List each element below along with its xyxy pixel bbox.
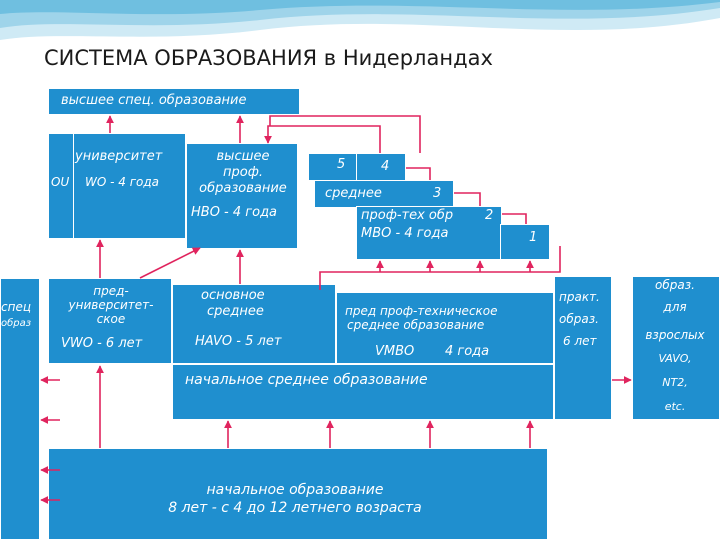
basic-secondary-line1: основное	[201, 288, 265, 303]
page-title: СИСТЕМА ОБРАЗОВАНИЯ в Нидерландах	[44, 46, 493, 70]
pre-vocational-years: 4 года	[445, 344, 490, 359]
level-4-label: 4	[381, 159, 390, 174]
higher-professional-box: высшее проф. образование HBO - 4 года	[186, 143, 298, 249]
special-education-side-box: спец образ	[0, 278, 40, 540]
practical-line1: практ.	[559, 290, 600, 304]
special-side-line1: спец	[1, 300, 31, 314]
adult-nt2: NT2,	[662, 376, 688, 389]
pre-vocational-vmbo: VMBO	[375, 344, 415, 359]
adult-line3: взрослых	[645, 328, 705, 342]
mbo-secondary-box: среднее 3	[314, 180, 454, 208]
higher-special-education-box: высшее спец. образование	[48, 88, 300, 115]
basic-secondary-line2: среднее	[207, 304, 264, 319]
higher-prof-line2: проф.	[223, 165, 263, 180]
level-5-box: 5	[308, 153, 358, 181]
mbo-proftech-box: проф-тех обр 2 MBO - 4 года	[356, 206, 502, 260]
level-2-label: 2	[485, 208, 494, 223]
higher-prof-line3: образование	[199, 181, 287, 196]
initial-secondary-label: начальное среднее образование	[185, 372, 428, 388]
pre-vocational-line2: среднее образование	[347, 318, 485, 332]
initial-secondary-box: начальное среднее образование	[172, 364, 554, 420]
pre-university-box: пред- университет- ское VWO - 6 лет	[48, 278, 172, 364]
university-label: университет	[75, 149, 163, 164]
mbo-proftech-label: проф-тех обр	[361, 208, 454, 223]
higher-prof-hbo: HBO - 4 года	[191, 205, 278, 220]
adult-vavo: VAVO,	[658, 352, 692, 365]
university-ou: OU	[51, 175, 70, 189]
adult-line2: для	[663, 300, 687, 314]
mbo-secondary-label: среднее	[325, 186, 382, 201]
practical-line2: образ.	[559, 312, 599, 326]
level-4-box: 4	[356, 153, 406, 181]
primary-line2: 8 лет - с 4 до 12 летнего возраста	[168, 500, 422, 516]
special-side-line2: образ	[1, 318, 32, 329]
pre-university-vwo: VWO - 6 лет	[61, 336, 143, 351]
adult-education-box: образ. для взрослых VAVO, NT2, etc.	[632, 276, 720, 420]
university-wo: WO - 4 года	[85, 175, 160, 189]
level-1-label: 1	[529, 230, 538, 245]
primary-education-box: начальное образование 8 лет - с 4 до 12 …	[48, 448, 548, 540]
pre-vocational-box: пред проф-техническое среднее образовани…	[336, 292, 554, 364]
basic-secondary-box: основное среднее HAVO - 5 лет	[172, 284, 336, 364]
pre-vocational-line1: пред проф-техническое	[345, 304, 498, 318]
level-3-label: 3	[433, 186, 442, 201]
practical-education-box: практ. образ. 6 лет	[554, 276, 612, 420]
level-1-box: 1	[500, 224, 550, 260]
pre-university-line3: ское	[96, 312, 126, 326]
university-divider	[48, 133, 74, 239]
mbo-duration-label: MBO - 4 года	[361, 226, 449, 241]
primary-line1: начальное образование	[206, 482, 384, 498]
higher-prof-line1: высшее	[216, 149, 270, 164]
higher-special-label: высшее спец. образование	[61, 93, 247, 108]
pre-university-line1: пред-	[93, 284, 129, 298]
adult-line1: образ.	[655, 278, 695, 292]
pre-university-line2: университет-	[68, 298, 154, 312]
university-box: университет OU WO - 4 года	[48, 133, 186, 239]
adult-etc: etc.	[664, 400, 686, 413]
level-5-label: 5	[337, 157, 346, 172]
header-wave-decoration	[0, 0, 720, 40]
basic-secondary-havo: HAVO - 5 лет	[195, 334, 282, 349]
practical-years: 6 лет	[563, 334, 597, 348]
